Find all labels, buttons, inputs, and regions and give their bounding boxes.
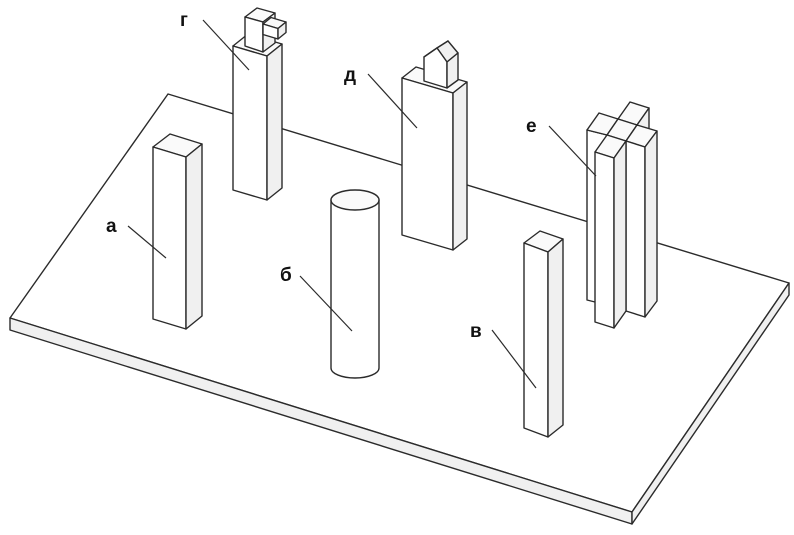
labels: а б в г д е — [106, 10, 537, 342]
leader-line-d — [367, 73, 418, 129]
label-b: б — [280, 265, 292, 286]
leader-line-g — [202, 19, 250, 71]
pillar-e-right-arm-end-face — [644, 130, 658, 318]
pillar-b-cylinder — [330, 189, 380, 379]
pillar-g-hook-right-face — [277, 21, 287, 40]
pillar-b-cylinder-body — [330, 199, 380, 379]
leader-line-e — [548, 125, 597, 177]
pillar-d-right-face — [452, 81, 468, 251]
leader-line-a — [127, 225, 167, 259]
pillar-e-front-arm-right-face — [613, 140, 627, 329]
pillar-d-front-face — [401, 77, 454, 251]
label-v: в — [470, 321, 482, 342]
pillar-a-front-face — [152, 146, 187, 330]
pillar-g-tab-front-face — [244, 16, 264, 53]
base-plate-right-edge-face — [631, 282, 790, 525]
label-a: а — [106, 216, 117, 237]
pillar-e-front-arm-front-face — [594, 151, 615, 329]
pillar-v-right-face — [547, 238, 564, 438]
pillar-d-tenon-right-face — [446, 52, 459, 89]
leader-line-b — [299, 275, 353, 332]
pillar-a-rectangular-prism — [152, 133, 203, 330]
pillar-v-rectangular-prism — [523, 230, 564, 438]
pillar-g-right-face — [266, 43, 283, 201]
pillar-d-tenon-column — [401, 40, 468, 251]
pillar-e-cross-column — [586, 101, 658, 329]
pillar-g-front-face — [232, 45, 268, 201]
pillar-b-cylinder-top-face — [330, 189, 380, 211]
pillar-e-right-arm-front-face — [625, 140, 646, 318]
pillar-a-right-face — [185, 143, 203, 330]
leader-lines — [127, 19, 597, 389]
label-e: е — [526, 116, 537, 137]
pillar-d-tenon-front-face — [423, 47, 448, 89]
pillar-g-notched-column — [232, 7, 287, 201]
label-g: г — [180, 10, 188, 31]
pillar-v-front-face — [523, 242, 549, 438]
label-d: д — [344, 65, 356, 86]
base-plate — [9, 93, 790, 525]
leader-line-v — [491, 329, 537, 389]
